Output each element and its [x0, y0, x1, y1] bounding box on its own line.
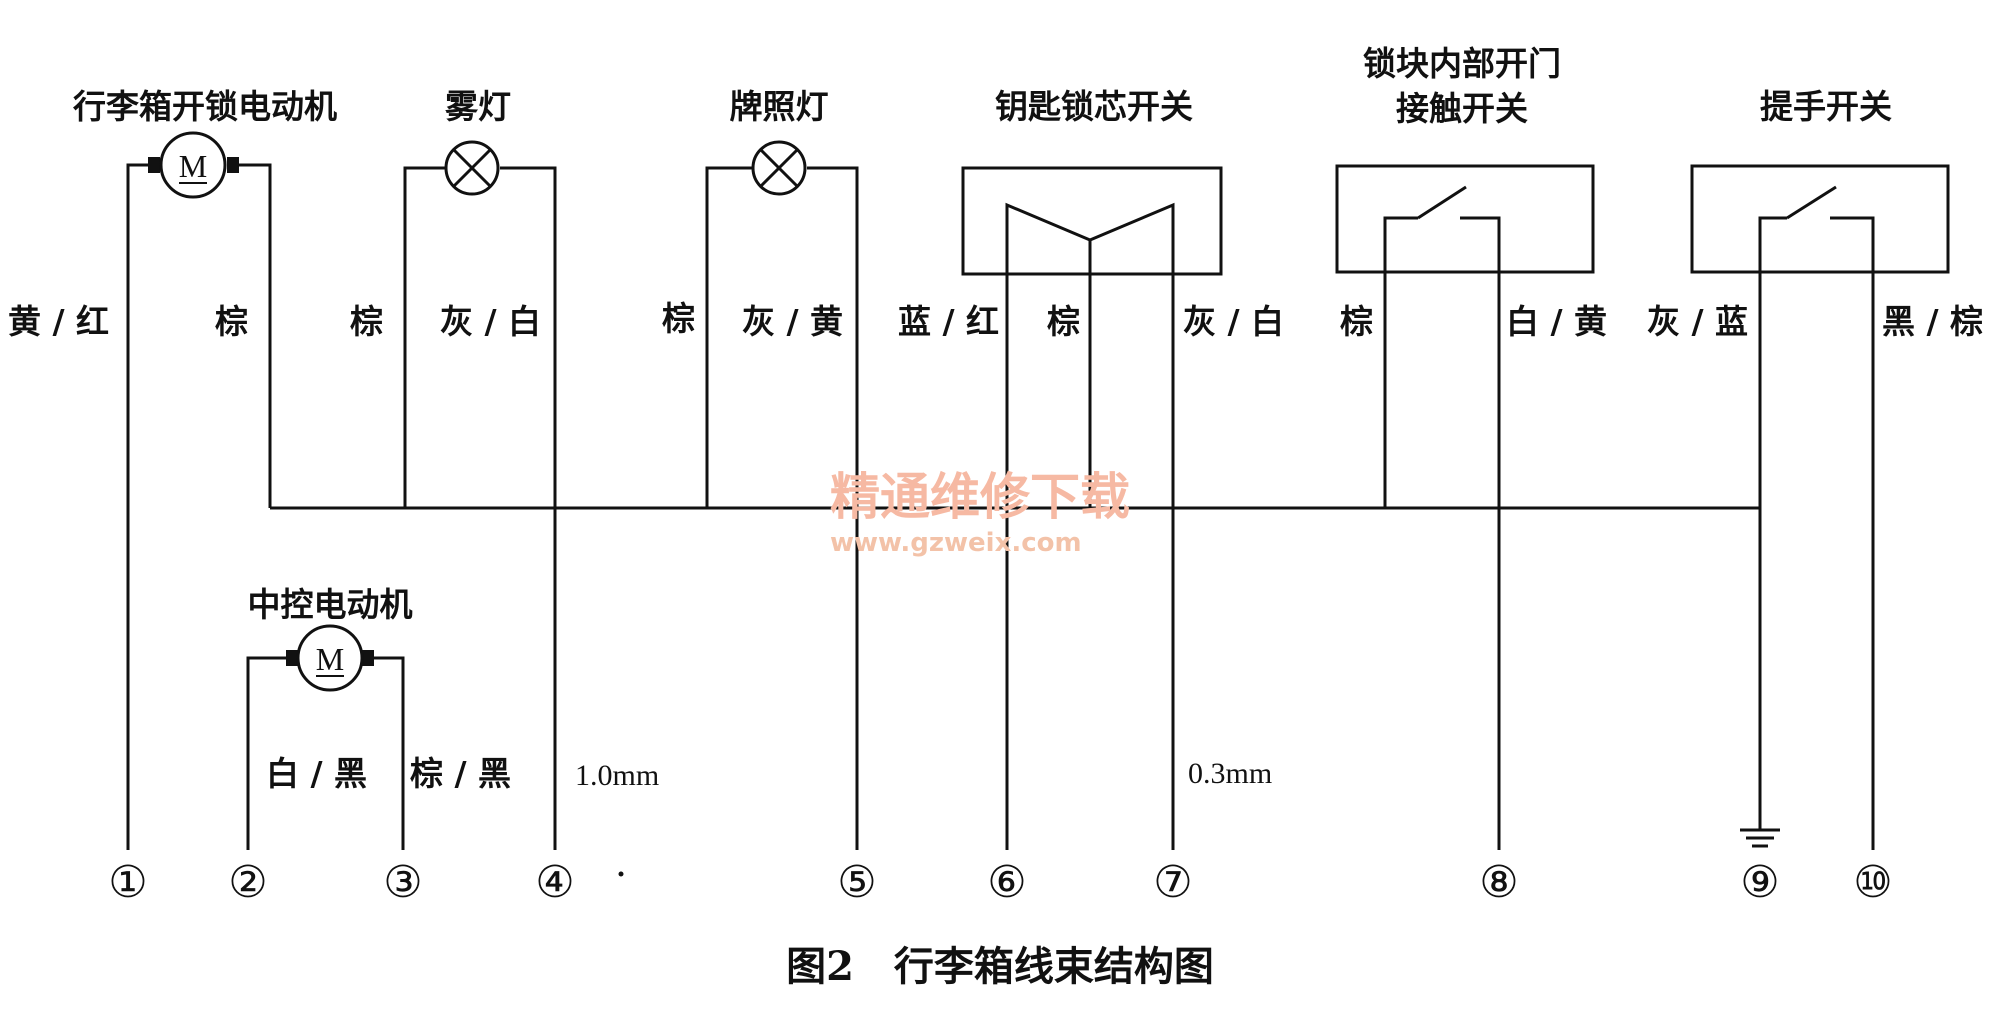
svg-text:M: M — [179, 148, 207, 184]
wire-color-10: 黑 / 棕 — [1882, 302, 1983, 341]
ground-symbol-icon — [1740, 828, 1780, 848]
wire-color-9: 灰 / 蓝 — [1647, 302, 1748, 341]
label-fog-lamp: 雾灯 — [445, 87, 511, 126]
wire-color-3: 棕 / 黑 — [410, 754, 511, 793]
label-handle-switch: 提手开关 — [1760, 87, 1892, 126]
wire-color-fog-in: 棕 — [350, 302, 383, 341]
label-lock-contact-2: 接触开关 — [1396, 89, 1528, 128]
pin-10: ⑩ — [1853, 858, 1892, 907]
wire-color-5: 灰 / 黄 — [742, 302, 843, 341]
wire-plate-lamp — [705, 166, 859, 850]
wire-pin1 — [126, 163, 272, 850]
pin-9: ⑨ — [1740, 858, 1779, 907]
wire-color-7: 灰 / 白 — [1183, 302, 1284, 341]
svg-text:M: M — [316, 641, 344, 677]
wire-size-thin: 0.3mm — [1188, 757, 1272, 790]
watermark-cn: 精通维修下载 — [830, 468, 1130, 526]
pin-5: ⑤ — [837, 858, 876, 907]
fog-lamp-icon — [444, 140, 500, 196]
wire-central-motor — [246, 656, 405, 850]
plate-lamp-icon — [751, 140, 807, 196]
pin-3: ③ — [383, 858, 422, 907]
key-switch-box — [961, 166, 1223, 276]
key-switch-contacts — [1005, 202, 1175, 850]
pin-6: ⑥ — [987, 858, 1026, 907]
wire-size-thick: 1.0mm — [575, 759, 659, 792]
pin-7: ⑦ — [1153, 858, 1192, 907]
wire-color-1: 黄 / 红 — [8, 302, 109, 341]
scan-dot — [618, 871, 624, 877]
central-motor-icon: M — [286, 624, 374, 692]
wire-color-8: 白 / 黄 — [1506, 302, 1607, 341]
wire-color-plate-in: 棕 — [662, 299, 695, 338]
handle-switch — [1758, 185, 1875, 850]
lock-contact-switch-box — [1335, 164, 1595, 274]
pin-2: ② — [228, 858, 267, 907]
handle-switch-box — [1690, 164, 1950, 274]
pin-1: ① — [108, 858, 147, 907]
watermark-url: www.gzweix.com — [830, 528, 1082, 558]
wire-color-2: 白 / 黑 — [266, 754, 367, 793]
lock-contact-switch — [1383, 185, 1501, 850]
wire-color-lock-in: 棕 — [1340, 302, 1373, 341]
figure-caption: 图2 行李箱线束结构图 — [786, 943, 1214, 990]
wire-fog-lamp — [403, 166, 557, 850]
trunk-motor-icon: M — [148, 131, 239, 199]
label-key-switch: 钥匙锁芯开关 — [995, 87, 1193, 126]
label-trunk-motor: 行李箱开锁电动机 — [72, 87, 337, 126]
wire-color-6: 蓝 / 红 — [898, 302, 999, 341]
wire-color-key-mid: 棕 — [1047, 302, 1080, 341]
pin-4: ④ — [535, 858, 574, 907]
label-central-motor: 中控电动机 — [248, 585, 413, 624]
label-plate-lamp: 牌照灯 — [730, 87, 829, 126]
label-lock-contact-1: 锁块内部开门 — [1363, 44, 1561, 83]
wire-color-4: 灰 / 白 — [440, 302, 541, 341]
pin-8: ⑧ — [1479, 858, 1518, 907]
wire-color-motor-out: 棕 — [215, 302, 248, 341]
